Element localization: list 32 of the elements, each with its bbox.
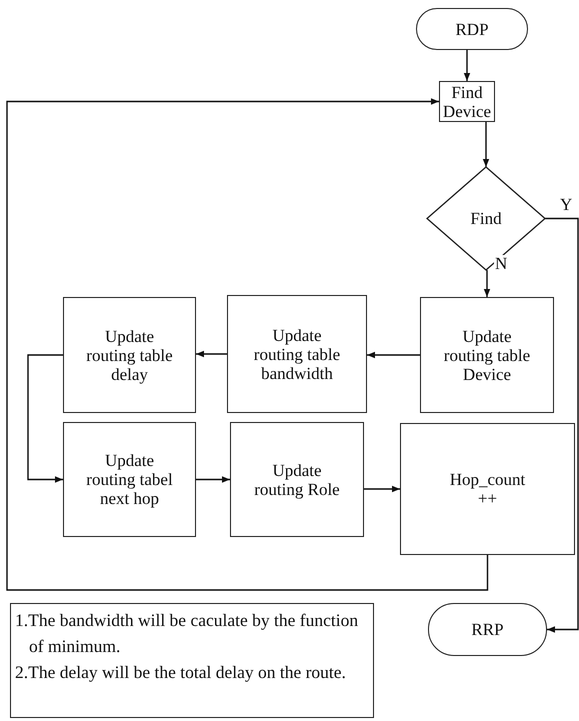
node-label: RDP [455,20,489,38]
terminal-shape [428,603,547,656]
arrow [364,486,400,492]
node-label: Update routing table Device [442,326,532,384]
note-box [10,603,374,718]
arrow [196,350,227,358]
process-box [230,422,364,537]
arrow [482,122,490,167]
process-box [400,423,575,555]
arrow [464,50,470,81]
node-label: RRP [471,620,504,639]
arrow [367,352,420,358]
node-label: Find Device [442,82,492,120]
arrow [196,476,230,483]
node-label: Update routing tabel next hop [85,451,174,508]
process-box [227,295,367,413]
process-box [63,297,196,413]
node-label: Update routing table delay [85,326,174,384]
process-box [420,297,554,413]
note-text: 1.The bandwidth will be caculate by the function of minimum. [15,609,359,658]
node-label: Update routing Role [253,460,341,498]
arrow [6,98,488,591]
node-label: Update routing table bandwidth [252,326,342,382]
note-text: 2.The delay will be the total delay on the route. [15,661,347,684]
terminal-shape [416,8,528,50]
arrow [545,218,579,633]
node-label: Hop_count ++ [448,470,526,508]
process-box [63,422,196,537]
node-label: Find [470,209,502,228]
arrow [484,270,490,297]
arrow [27,354,63,483]
decision-diamond [427,167,545,270]
